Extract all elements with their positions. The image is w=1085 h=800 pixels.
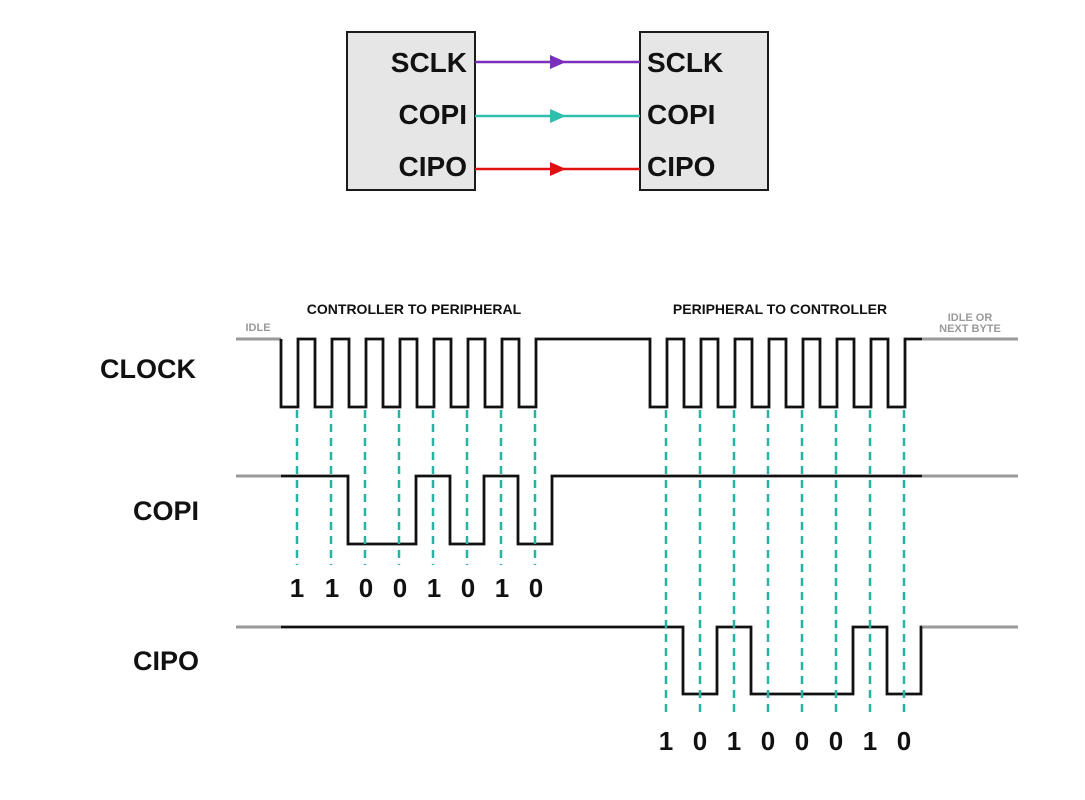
cipo-bit: 0 (829, 726, 843, 756)
cipo-bit: 1 (727, 726, 741, 756)
controller-pin-copi: COPI (399, 99, 467, 130)
row-label-copi: COPI (133, 496, 199, 526)
copi-arrow-icon (550, 109, 566, 123)
controller-pin-cipo: CIPO (399, 151, 467, 182)
cipo-arrow-icon (550, 162, 566, 176)
copi-bits: 1 1 0 0 1 0 1 0 (290, 573, 543, 603)
cipo-bit: 0 (693, 726, 707, 756)
cipo-bit: 0 (795, 726, 809, 756)
cipo-bit: 1 (863, 726, 877, 756)
sclk-arrow-icon (550, 55, 566, 69)
row-label-clock: CLOCK (100, 354, 196, 384)
idle-start-label: IDLE (245, 322, 270, 334)
clock-waveform (279, 337, 922, 409)
section-controller-to-peripheral: CONTROLLER TO PERIPHERAL (307, 301, 522, 317)
copi-bit: 1 (495, 573, 509, 603)
cipo-bit: 0 (761, 726, 775, 756)
cipo-bit: 0 (897, 726, 911, 756)
controller-box (346, 31, 476, 191)
copi-bit: 0 (461, 573, 475, 603)
peripheral-pin-sclk: SCLK (647, 47, 723, 78)
copi-bit: 1 (427, 573, 441, 603)
sample-lines (295, 410, 906, 716)
peripheral-pin-copi: COPI (647, 99, 715, 130)
copi-bit: 0 (529, 573, 543, 603)
idle-end-label-line1: IDLE OR (948, 312, 993, 324)
cipo-bit: 1 (659, 726, 673, 756)
peripheral-box (639, 31, 769, 191)
section-peripheral-to-controller: PERIPHERAL TO CONTROLLER (673, 301, 887, 317)
peripheral-pin-cipo: CIPO (647, 151, 715, 182)
idle-end-label-line2: NEXT BYTE (939, 323, 1001, 335)
cipo-bits: 1 0 1 0 0 0 1 0 (659, 726, 911, 756)
cipo-waveform (281, 625, 923, 696)
copi-bit: 1 (290, 573, 304, 603)
copi-bit: 0 (359, 573, 373, 603)
controller-pin-sclk: SCLK (391, 47, 467, 78)
copi-waveform (281, 474, 922, 546)
copi-bit: 1 (325, 573, 339, 603)
copi-bit: 0 (393, 573, 407, 603)
row-label-cipo: CIPO (133, 646, 199, 676)
